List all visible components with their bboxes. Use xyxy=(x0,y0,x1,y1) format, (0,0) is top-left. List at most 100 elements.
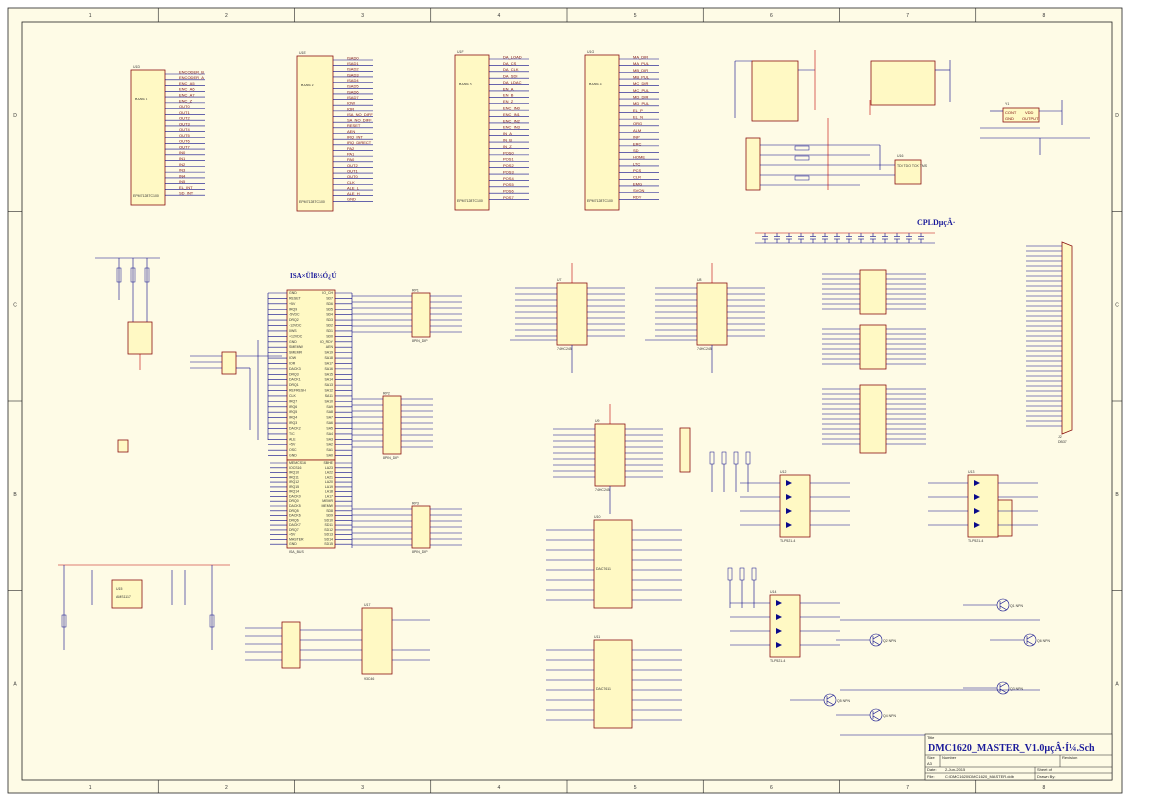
regulator-part: AMS1117 xyxy=(116,595,131,599)
bank-net-label: ENC_Z xyxy=(179,98,193,103)
power-supply: U15 AMS1117 xyxy=(58,564,230,650)
header-body xyxy=(679,427,691,473)
isa-pin-label: IRQ7 xyxy=(289,399,297,403)
opto-diode xyxy=(786,494,792,500)
opto-part: TLP521-4 xyxy=(780,539,795,543)
isa-pin-label: IOCS16 xyxy=(289,466,302,470)
isa-pin-label: IOW xyxy=(289,356,297,360)
db37-shell xyxy=(1061,241,1073,435)
bank-net-label: POS2 xyxy=(503,163,514,168)
small-ic-body xyxy=(859,384,887,454)
isa-pin-label: LA18 xyxy=(325,490,333,494)
bank-net-label: ALE_L xyxy=(347,185,360,190)
bank-net-label: IRQ_DIRECT xyxy=(347,140,372,145)
bank-name: BANK 2 xyxy=(301,83,314,87)
isa-pin-label: SD3 xyxy=(326,318,333,322)
bank-net-label: POS6 xyxy=(503,189,514,194)
rp-part: 8PIN_DIP xyxy=(412,550,428,554)
isa-pin-label: LA17 xyxy=(325,494,333,498)
bank-net-label: ISAD1 xyxy=(347,61,359,66)
isa-pin-label: LA23 xyxy=(325,466,333,470)
bank-net-label: OUT6 xyxy=(179,139,190,144)
isa-pin-label: MEMW xyxy=(322,504,334,508)
isa-pin-label: DACK6 xyxy=(289,514,301,518)
hc245-part: 74HC245 xyxy=(697,347,712,351)
bank-net-label: MC_DIR xyxy=(633,81,648,86)
bank-net-label: ENC_IN0 xyxy=(503,106,521,111)
bank-net-label: DA_CLK xyxy=(503,67,519,72)
bank-net-label: GND xyxy=(347,197,356,202)
isa-pin-label: REFRESH xyxy=(289,389,306,393)
opto-diode xyxy=(786,522,792,528)
bank-net-label: IN2 xyxy=(179,162,186,167)
opto-diode xyxy=(974,522,980,528)
bank-net-label: PA0 xyxy=(347,157,355,162)
bank-net-label: OUT7 xyxy=(179,144,190,149)
file-header: File: xyxy=(927,774,935,779)
drawn-by-header: Drawn By: xyxy=(1037,774,1055,779)
date-header: Date: xyxy=(927,767,937,772)
bank-net-label: LTC xyxy=(633,161,640,166)
bank-net-label: EL_N xyxy=(633,115,643,120)
opto-part: TLP521-4 xyxy=(968,539,983,543)
transistor-label: Q4 NPN xyxy=(883,714,897,718)
ruler-col-bottom: 1 xyxy=(89,785,92,791)
bank-net-label: SA_NO_DIFF xyxy=(347,118,372,123)
isa-pin-label: SA15 xyxy=(324,372,333,376)
opto-ref: U13 xyxy=(968,470,974,474)
ruler-col-bottom: 7 xyxy=(906,785,909,791)
bank-net-label: OUT0 xyxy=(179,104,190,109)
rp-ref: RP1 xyxy=(412,289,419,293)
isa-body-upper xyxy=(286,289,336,461)
isa-pin-label: DRQ6 xyxy=(289,518,299,522)
bank-net-label: DA_LOAD xyxy=(503,54,522,59)
bank-net-label: ALE_H xyxy=(347,191,360,196)
ruler-row-right: A xyxy=(1115,681,1119,687)
bank-name: BANK 3 xyxy=(459,82,472,86)
isa-pin-label: SD8 xyxy=(326,509,333,513)
transistor-collector xyxy=(999,599,1008,605)
bank-net-label: ERC xyxy=(633,141,642,146)
isa-pin-label: DACK2 xyxy=(289,426,301,430)
bank-net-label: IN3 xyxy=(179,168,186,173)
transistor-collector xyxy=(872,634,881,640)
jtag-ref: U16 xyxy=(897,154,903,158)
isa-pin-label: SA2 xyxy=(326,443,333,447)
jtag-block: U16 TDI TDO TCK TMS xyxy=(745,118,928,191)
isa-pin-label: SD9 xyxy=(326,514,333,518)
isa-pin-label: SA19 xyxy=(324,351,333,355)
bank-net-label: RESET xyxy=(347,123,361,128)
dac-part: DAC7611 xyxy=(596,567,611,571)
ruler-row-left: D xyxy=(13,113,17,119)
isa-pin-label: OSC xyxy=(289,448,297,452)
cpld-section-label: CPLDµçÂ· xyxy=(917,217,955,227)
vcc-block xyxy=(734,50,951,122)
bank-net-label: RDY xyxy=(633,195,642,200)
bank-net-label: EN_A xyxy=(503,86,514,91)
opto-diode xyxy=(776,614,782,620)
isa-pin-label: DACK1 xyxy=(289,378,301,382)
bank-net-label: IN0 xyxy=(179,150,186,155)
bank-net-label: INP xyxy=(633,135,640,140)
isa-pin-label: SD12 xyxy=(324,528,333,532)
isa-pin-label: SA18 xyxy=(324,356,333,360)
bank-net-label: ISAD6 xyxy=(347,89,359,94)
ruler-col-top: 8 xyxy=(1042,13,1045,19)
rp-body xyxy=(382,395,402,455)
bank-net-label: ENC_IN1 xyxy=(503,112,521,117)
bank-name: BANK 1 xyxy=(135,97,148,101)
isa-pin-label: SA12 xyxy=(324,389,333,393)
isa-pin-label: SA6 xyxy=(326,421,333,425)
bank-net-label: POS7 xyxy=(503,195,514,200)
opto-diode xyxy=(786,508,792,514)
hc245-ref: U8 xyxy=(697,278,702,282)
ruler-col-bottom: 8 xyxy=(1042,785,1045,791)
hc245-body xyxy=(696,282,728,346)
transistor-label: Q6 NPN xyxy=(1037,639,1051,643)
regulator-ref: U15 xyxy=(116,587,122,591)
bank-part: EPM7128TC100 xyxy=(133,194,159,198)
isa-pin-label: MEMCS16 xyxy=(289,461,306,465)
